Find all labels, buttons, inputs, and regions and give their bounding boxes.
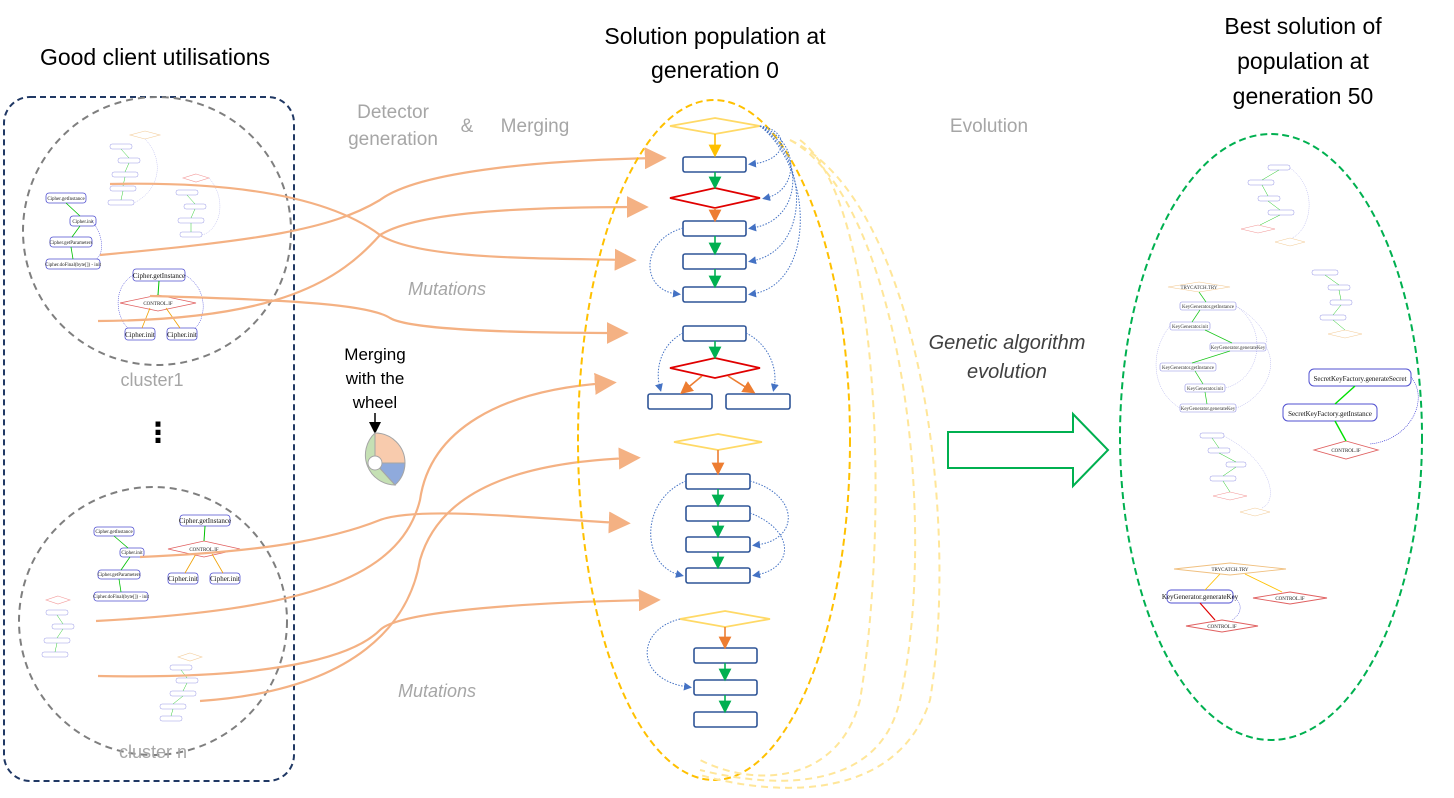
node-cipher-init-cnb: Cipher.init xyxy=(210,575,240,583)
mutations-bottom-label: Mutations xyxy=(398,681,476,701)
node-cipher-getinstance-n: Cipher.getInstance xyxy=(95,530,133,535)
best-solution-ellipse xyxy=(1119,133,1423,741)
client-utilisations-frame xyxy=(3,96,295,782)
wheel-label-line1: Merging xyxy=(344,345,405,364)
evolution-ghost-ellipses xyxy=(699,139,941,789)
cluster1-circle xyxy=(22,96,292,366)
node-control-if-best: CONTROL.IF xyxy=(1331,449,1361,454)
node-control-if-c1: CONTROL.IF xyxy=(143,302,173,307)
merging-label: Merging xyxy=(501,116,570,137)
population-ellipse xyxy=(577,99,851,781)
clustern-graph-b: Cipher.getInstance CONTROL.IF Cipher.ini… xyxy=(167,514,241,585)
node-cipher-getparameters-n: Cipher.getParameters xyxy=(98,573,141,578)
node-keygen-init-b: KeyGenerator.init xyxy=(1187,387,1224,392)
node-cipher-init-c1b: Cipher.init xyxy=(167,331,197,339)
right-title-line2: population at xyxy=(1237,48,1369,74)
node-cipher-init: Cipher.init xyxy=(72,220,94,225)
node-cipher-init-n: Cipher.init xyxy=(121,551,143,556)
middle-title-line1: Solution population at xyxy=(604,23,826,49)
roulette-wheel xyxy=(364,431,406,486)
node-keygen-generatekey-c: KeyGenerator.generateKey xyxy=(1162,593,1239,601)
cluster1-label: cluster1 xyxy=(120,370,183,390)
node-secret-generate: SecretKeyFactory.generateSecret xyxy=(1313,375,1406,383)
node-cipher-dofinal-n: Cipher.doFinal(byte[]) - init xyxy=(93,595,150,600)
node-cipher-getinstance-nb: Cipher.getInstance xyxy=(179,517,231,525)
best-graph-keygen: TRYCATCH.TRY KeyGenerator.getInstance Ke… xyxy=(1155,281,1271,413)
ga-block-arrow xyxy=(947,411,1110,489)
best-graph-1 xyxy=(1240,164,1310,247)
node-trycatch-a: TRYCATCH.TRY xyxy=(1180,286,1217,291)
best-graph-3 xyxy=(1199,432,1271,517)
evolution-label: Evolution xyxy=(950,116,1028,137)
left-title: Good client utilisations xyxy=(40,44,270,70)
population-graph-4 xyxy=(646,610,771,728)
ga-label-line1: Genetic algorithm xyxy=(929,332,1086,354)
detector-generation-line2: generation xyxy=(348,129,438,150)
wheel-label-line2: with the xyxy=(345,369,405,388)
wheel-label-line3: wheel xyxy=(352,393,397,412)
node-cipher-getinstance-d: Cipher.getInstance xyxy=(133,272,185,280)
node-control-if-cn: CONTROL.IF xyxy=(189,548,219,553)
node-cipher-init-c1a: Cipher.init xyxy=(125,331,155,339)
cluster1-graph-a: Cipher.getInstance Cipher.init Cipher.ge… xyxy=(45,192,102,270)
best-graph-secretkey: SecretKeyFactory.generateSecret SecretKe… xyxy=(1282,368,1419,460)
node-control-if-b1: CONTROL.IF xyxy=(1275,597,1305,602)
wheel-slice-green xyxy=(364,431,397,486)
clustern-circle xyxy=(18,486,288,756)
node-cipher-init-cna: Cipher.init xyxy=(168,575,198,583)
node-control-if-b2: CONTROL.IF xyxy=(1207,625,1237,630)
right-title-line3: generation 50 xyxy=(1233,83,1374,109)
right-title-line1: Best solution of xyxy=(1224,13,1382,39)
node-keygen-getinstance-a: KeyGenerator.getInstance xyxy=(1182,305,1235,310)
clustern-graph-a: Cipher.getInstance Cipher.init Cipher.ge… xyxy=(93,526,150,602)
node-cipher-getinstance: Cipher.getInstance xyxy=(47,197,85,202)
best-graph-trycatch: TRYCATCH.TRY KeyGenerator.generateKey CO… xyxy=(1162,562,1328,633)
cluster1-graph-d: Cipher.getInstance CONTROL.IF Cipher.ini… xyxy=(117,268,204,341)
ampersand-label: & xyxy=(461,116,474,137)
node-cipher-dofinal: Cipher.doFinal(byte[]) - init xyxy=(45,263,102,268)
node-trycatch-b: TRYCATCH.TRY xyxy=(1211,568,1248,573)
population-graph-2 xyxy=(647,325,791,410)
wheel-slice-orange xyxy=(374,432,406,464)
population-graph-1 xyxy=(649,117,801,303)
ellipsis-vertical: ⋮ xyxy=(144,417,172,448)
node-secret-getinstance: SecretKeyFactory.getInstance xyxy=(1288,410,1372,418)
best-graph-2 xyxy=(1311,269,1363,339)
node-keygen-init-a: KeyGenerator.init xyxy=(1172,325,1209,330)
population-graph-3 xyxy=(650,433,789,584)
node-cipher-getparameters: Cipher.getParameters xyxy=(50,241,93,246)
middle-title-line2: generation 0 xyxy=(651,57,779,83)
ga-label-line2: evolution xyxy=(967,361,1047,383)
detector-generation-line1: Detector xyxy=(357,102,429,123)
cluster1-graph-c xyxy=(175,173,221,238)
node-keygen-generatekey-a: KeyGenerator.generateKey xyxy=(1211,346,1266,351)
clustern-graph-c xyxy=(41,595,75,658)
mutations-top-label: Mutations xyxy=(408,279,486,299)
node-keygen-generatekey-b: KeyGenerator.generateKey xyxy=(1181,407,1236,412)
node-keygen-getinstance-b: KeyGenerator.getInstance xyxy=(1162,366,1215,371)
clustern-label: cluster n xyxy=(119,742,187,762)
cluster1-graph-b xyxy=(107,130,162,206)
clustern-graph-d xyxy=(159,652,203,722)
merge-arrows xyxy=(95,147,667,703)
